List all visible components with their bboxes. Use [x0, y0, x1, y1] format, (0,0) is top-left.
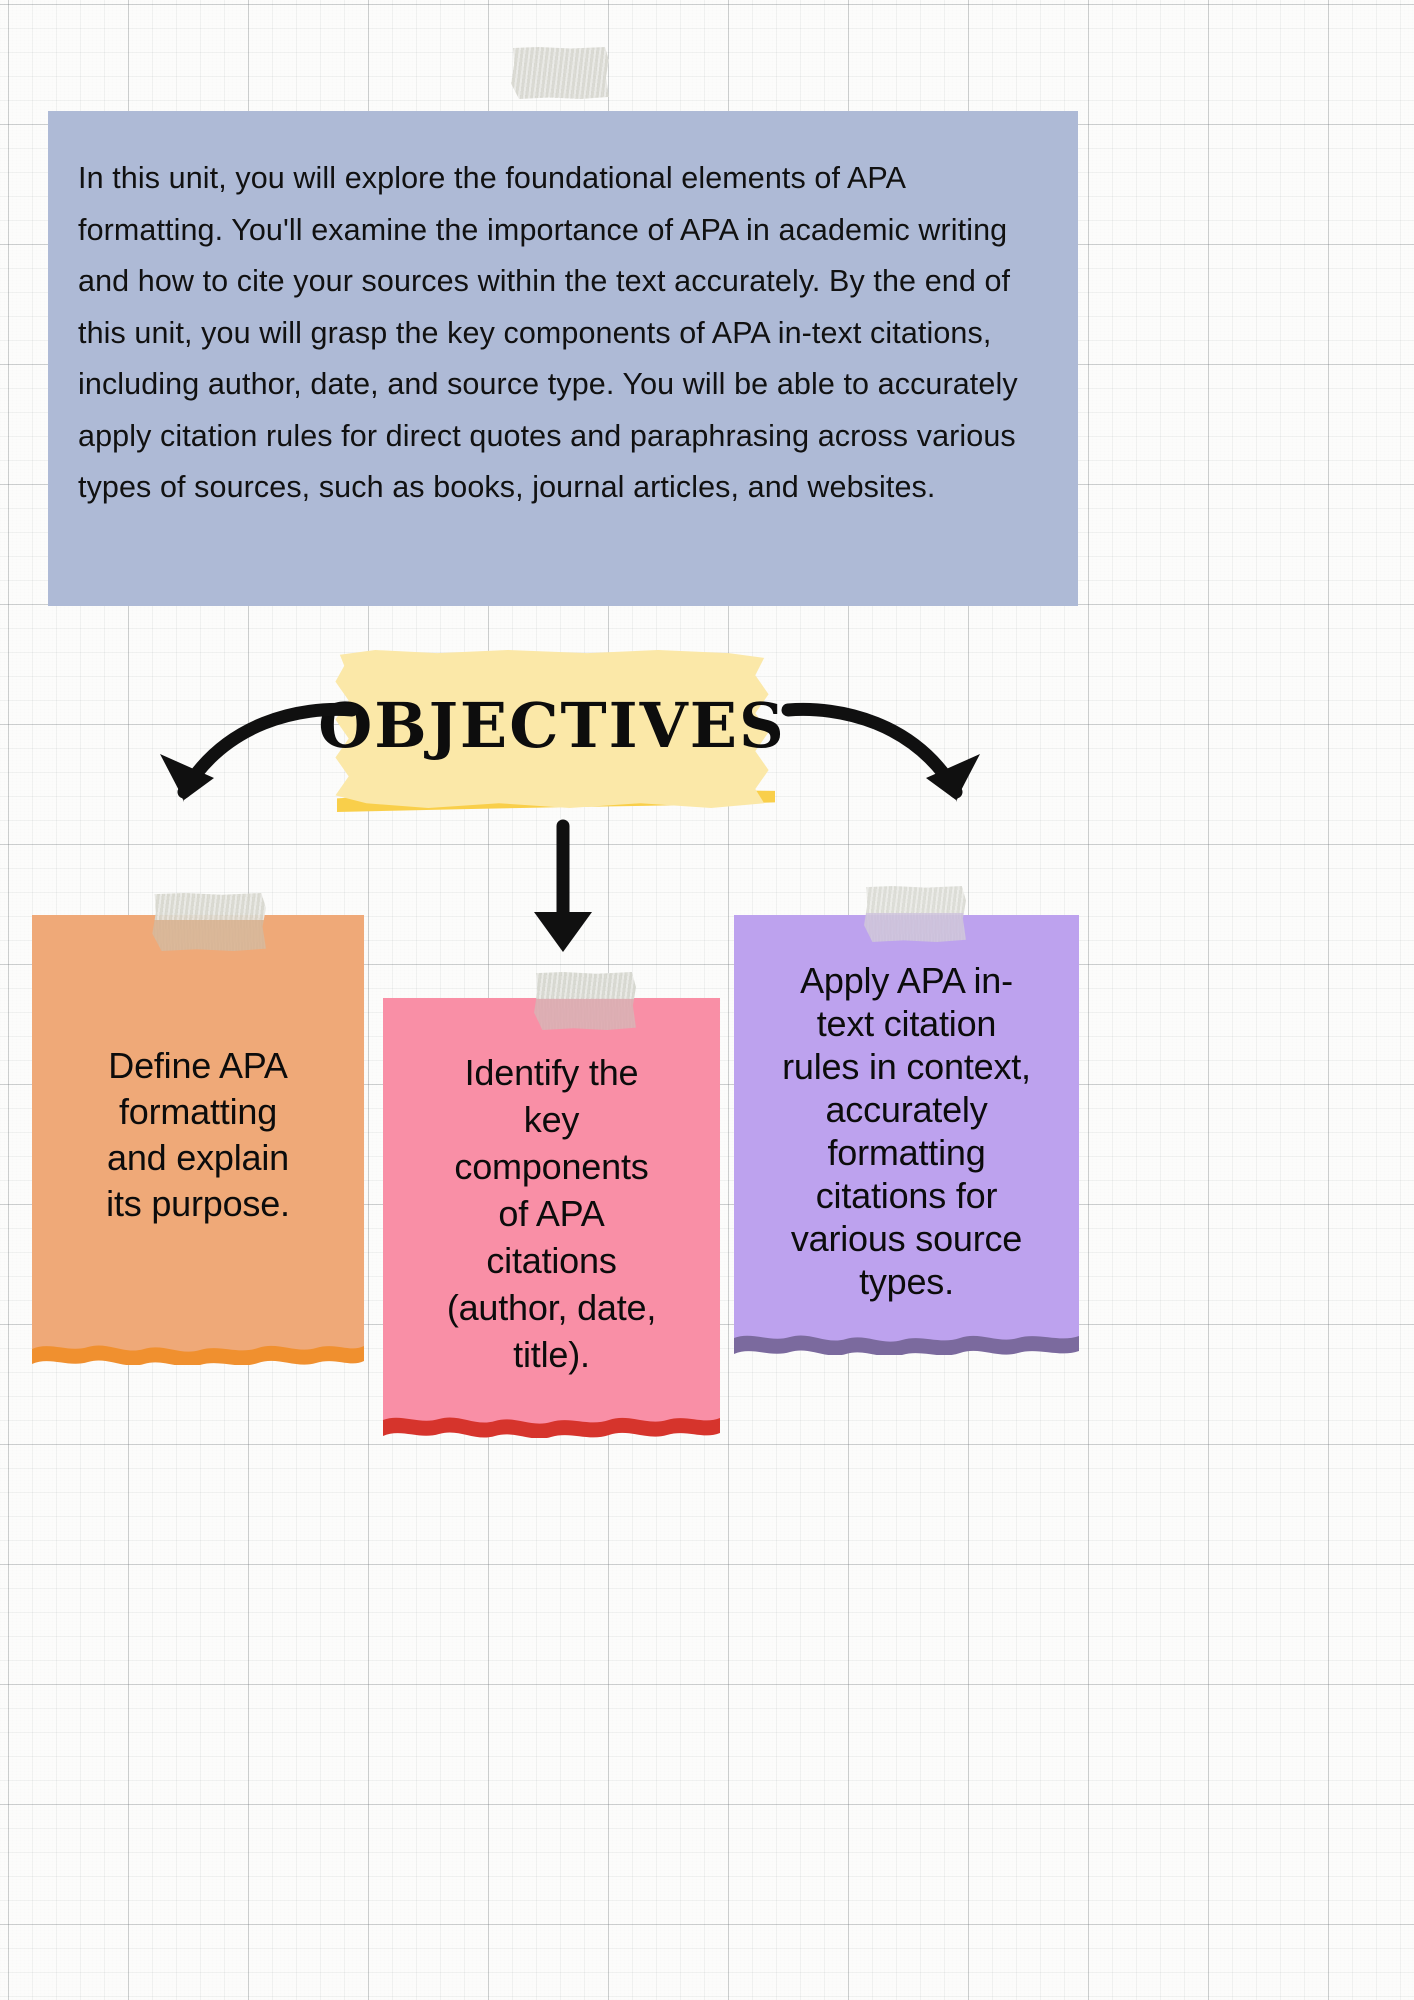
- intro-description-box: In this unit, you will explore the found…: [48, 111, 1078, 606]
- torn-edge-card-2: [383, 1410, 720, 1438]
- washi-tape-card-3: [864, 886, 966, 942]
- objective-card-2: Identify the key components of APA citat…: [383, 998, 720, 1428]
- washi-tape-top: [511, 47, 609, 99]
- arrow-to-card-3-icon: [781, 702, 980, 802]
- objective-card-1: Define APA formatting and explain its pu…: [32, 915, 364, 1355]
- objectives-banner: OBJECTIVES: [318, 650, 784, 808]
- objective-card-2-text: Identify the key components of APA citat…: [446, 1051, 657, 1375]
- banner-paper-shape: [335, 650, 769, 808]
- arrow-to-card-1-icon: [160, 702, 359, 802]
- objective-card-3-text: Apply APA in- text citation rules in con…: [782, 960, 1031, 1302]
- torn-edge-card-3: [734, 1327, 1079, 1355]
- objectives-title: OBJECTIVES: [318, 688, 786, 762]
- intro-paragraph: In this unit, you will explore the found…: [78, 161, 1027, 504]
- arrow-to-card-2-icon: [534, 819, 592, 952]
- washi-tape-card-1: [152, 893, 266, 951]
- objective-card-1-text: Define APA formatting and explain its pu…: [106, 1045, 290, 1224]
- torn-edge-card-1: [32, 1337, 364, 1365]
- objective-card-3: Apply APA in- text citation rules in con…: [734, 915, 1079, 1347]
- washi-tape-card-2: [534, 972, 636, 1030]
